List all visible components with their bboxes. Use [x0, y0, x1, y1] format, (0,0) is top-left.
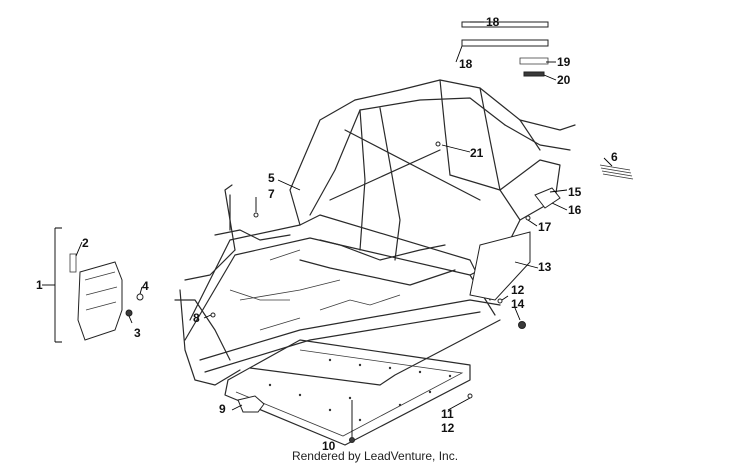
- callout-4: 4: [142, 279, 149, 293]
- main-frame: [174, 79, 576, 386]
- part-4-screw: [136, 293, 144, 301]
- part-7-fastener: [253, 212, 259, 218]
- part-14-grommet: [518, 321, 526, 329]
- callout-21: 21: [470, 146, 484, 160]
- callout-11: 11: [441, 407, 454, 421]
- callout-6: 6: [611, 150, 618, 164]
- callout-19: 19: [557, 55, 571, 69]
- callout-9: 9: [219, 402, 226, 416]
- part-21-fastener: [435, 141, 441, 147]
- part-2-label-plate: [69, 253, 77, 273]
- callout-12b: 12: [441, 421, 455, 435]
- part-16-bracket: [534, 187, 561, 209]
- skid-plate: [224, 339, 471, 446]
- callout-15: 15: [568, 185, 582, 199]
- leader-lines: [42, 21, 613, 437]
- callout-13: 13: [538, 260, 552, 274]
- part-18-rod: [461, 39, 549, 47]
- rear-rod-group: [461, 21, 549, 77]
- callout-16: 16: [568, 203, 582, 217]
- part-18-rod-top: [461, 21, 549, 28]
- right-bracket-group: [469, 164, 634, 329]
- callout-20: 20: [557, 73, 571, 87]
- part-11-fastener: [467, 393, 473, 399]
- lower-parts: [210, 141, 473, 443]
- callout-7: 7: [268, 187, 275, 201]
- part-1-cover: [77, 261, 123, 341]
- front-cover-group: [54, 227, 144, 343]
- part-17-fastener: [525, 215, 531, 221]
- callout-10: 10: [322, 439, 336, 453]
- rendered-by-footer: Rendered by LeadVenture, Inc.: [291, 449, 459, 463]
- callout-labels: 1 2 3 4 5 6 7 8 9 10 11 12 12 13 14 15 1…: [36, 15, 618, 453]
- callout-18a: 18: [486, 15, 500, 29]
- callout-1: 1: [36, 278, 43, 292]
- part-20-clip: [523, 71, 545, 77]
- callout-3: 3: [134, 326, 141, 340]
- part-6-grille: [599, 164, 634, 180]
- part-8-fastener: [210, 312, 216, 318]
- callout-5: 5: [268, 171, 275, 185]
- callout-2: 2: [82, 236, 89, 250]
- part-12-fastener: [497, 298, 503, 304]
- callout-17: 17: [538, 220, 552, 234]
- callout-8: 8: [193, 311, 200, 325]
- callout-12a: 12: [511, 283, 525, 297]
- callout-14: 14: [511, 297, 525, 311]
- part-10-fastener: [349, 437, 355, 443]
- callout-18b: 18: [459, 57, 473, 71]
- part-3-nut: [125, 309, 133, 317]
- part-13-panel: [469, 231, 531, 301]
- part-9-bracket: [237, 395, 265, 413]
